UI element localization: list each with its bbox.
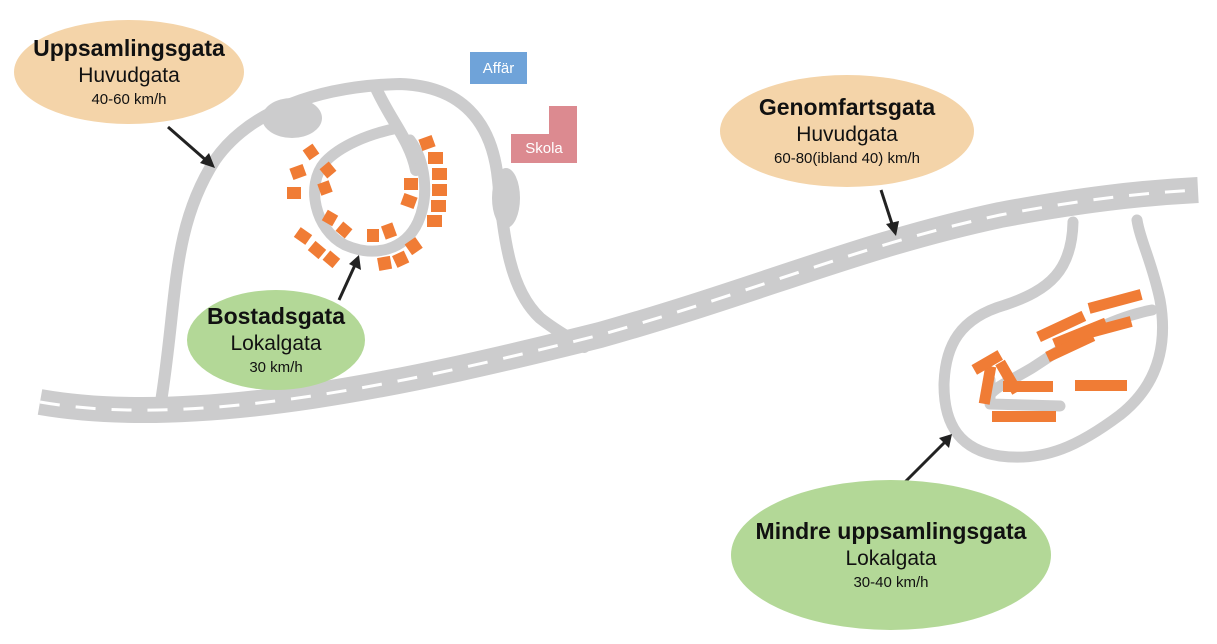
- house: [431, 200, 446, 212]
- arrowhead-genomfartsgata: [886, 221, 899, 236]
- row-house: [1077, 316, 1133, 341]
- row-house: [978, 365, 997, 405]
- street-class-name: Uppsamlingsgata: [33, 34, 225, 61]
- house: [404, 237, 423, 256]
- road-bump: [262, 98, 322, 138]
- row-house: [1087, 289, 1143, 314]
- shop-marker: [470, 52, 527, 84]
- house: [380, 222, 398, 240]
- house: [377, 255, 393, 271]
- residential-houses-right: [971, 289, 1143, 422]
- street-class-type: Lokalgata: [845, 546, 937, 570]
- street-class-speed: 30-40 km/h: [853, 573, 929, 591]
- school-label: Skola: [525, 140, 563, 157]
- house: [432, 168, 447, 180]
- arrow-bostadsgata: [337, 264, 357, 301]
- road-bump: [492, 168, 520, 228]
- genomfartsgata-bubble: Genomfartsgata Huvudgata 60-80(ibland 40…: [720, 75, 974, 187]
- house: [289, 163, 307, 181]
- house: [293, 227, 313, 245]
- mindre-uppsamlingsgata-bubble: Mindre uppsamlingsgata Lokalgata 30-40 k…: [731, 480, 1051, 630]
- residential-street-loop: [309, 122, 431, 257]
- house: [287, 187, 301, 199]
- arrowhead-mindre-uppsamlingsgata: [939, 434, 952, 448]
- arrow-genomfartsgata: [879, 189, 895, 228]
- street-class-type: Lokalgata: [230, 331, 322, 355]
- shop-label: Affär: [482, 59, 515, 77]
- street-class-type: Huvudgata: [78, 63, 180, 87]
- house: [335, 221, 353, 239]
- street-class-speed: 60-80(ibland 40) km/h: [774, 149, 920, 167]
- house: [428, 152, 443, 164]
- house: [427, 215, 442, 227]
- house: [392, 250, 410, 268]
- row-house: [992, 411, 1056, 422]
- street-class-speed: 40-60 km/h: [91, 90, 167, 108]
- house: [321, 209, 339, 227]
- house: [317, 180, 333, 196]
- pointer-arrows: [167, 125, 952, 484]
- school-marker: [511, 106, 577, 163]
- street-class-name: Genomfartsgata: [758, 93, 936, 120]
- house: [322, 250, 341, 269]
- street-class-name: Mindre uppsamlingsgata: [755, 517, 1027, 544]
- arrow-uppsamlingsgata: [167, 125, 209, 164]
- uppsamlingsgata-bubble: Uppsamlingsgata Huvudgata 40-60 km/h: [14, 20, 244, 124]
- house: [432, 184, 447, 196]
- street-class-name: Bostadsgata: [206, 302, 346, 329]
- house: [400, 192, 418, 210]
- row-house: [1003, 381, 1053, 392]
- row-house: [971, 350, 1003, 375]
- row-house: [1036, 310, 1087, 343]
- house: [302, 143, 320, 161]
- house: [307, 240, 327, 260]
- through-road-center-line: [39, 188, 1199, 412]
- residential-houses-left: [287, 134, 447, 271]
- arrow-mindre-uppsamlingsgata: [903, 440, 947, 484]
- arrowhead-uppsamlingsgata: [200, 153, 215, 168]
- house: [367, 229, 379, 242]
- street-class-speed: 30 km/h: [249, 358, 303, 376]
- house: [404, 178, 418, 190]
- row-house: [1075, 380, 1127, 391]
- bostadsgata-bubble: Bostadsgata Lokalgata 30 km/h: [187, 290, 365, 390]
- street-class-type: Huvudgata: [796, 122, 898, 146]
- house: [319, 161, 337, 179]
- house: [418, 134, 436, 152]
- arrowhead-bostadsgata: [349, 255, 361, 270]
